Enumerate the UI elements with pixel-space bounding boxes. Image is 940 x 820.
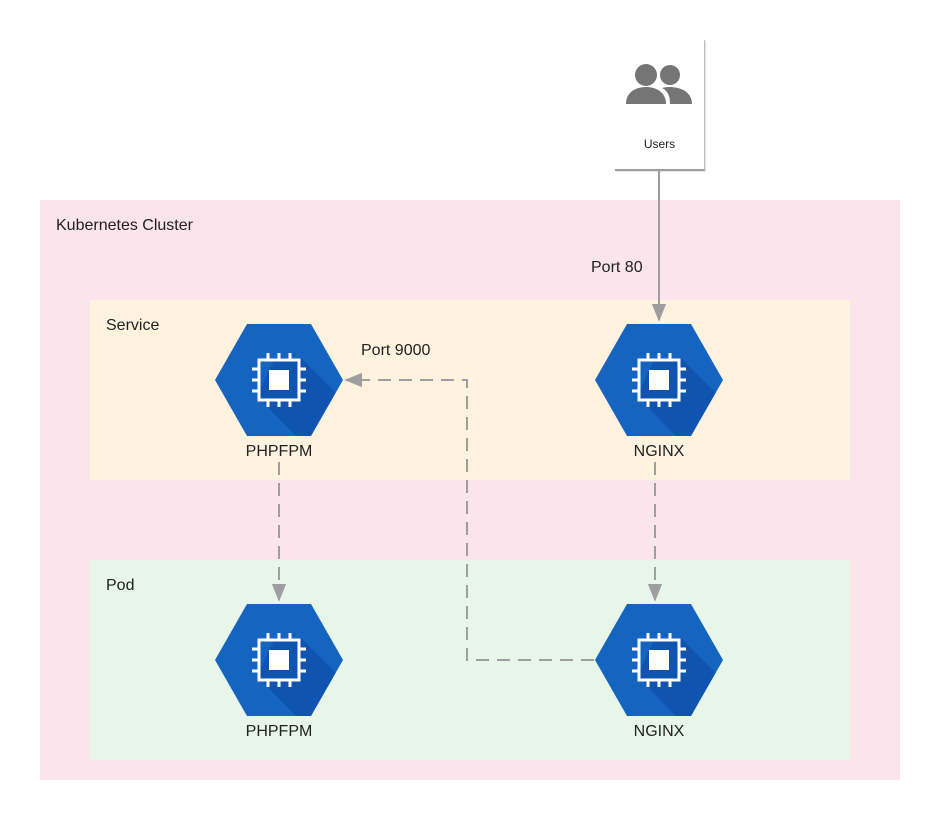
cluster-label: Kubernetes Cluster	[56, 217, 193, 234]
compute-engine-icon[interactable]	[595, 604, 739, 740]
service-phpfpm-label: PHPFPM	[245, 443, 313, 460]
port-9000-label: Port 9000	[361, 342, 431, 359]
port-80-label: Port 80	[591, 259, 643, 276]
compute-engine-icon[interactable]	[215, 604, 359, 740]
pod-label: Pod	[106, 577, 135, 594]
pod-phpfpm-label: PHPFPM	[245, 723, 313, 740]
pod-nginx-label: NGINX	[633, 723, 685, 740]
compute-engine-icon[interactable]	[595, 324, 739, 460]
compute-engine-icon[interactable]	[215, 324, 359, 460]
edge-nginx-to-phpfpm	[344, 372, 594, 661]
service-label: Service	[106, 317, 160, 334]
users-label: Users	[643, 137, 676, 151]
service-nginx-label: NGINX	[633, 443, 685, 460]
users-icon	[626, 64, 692, 104]
service-zone	[90, 300, 850, 480]
